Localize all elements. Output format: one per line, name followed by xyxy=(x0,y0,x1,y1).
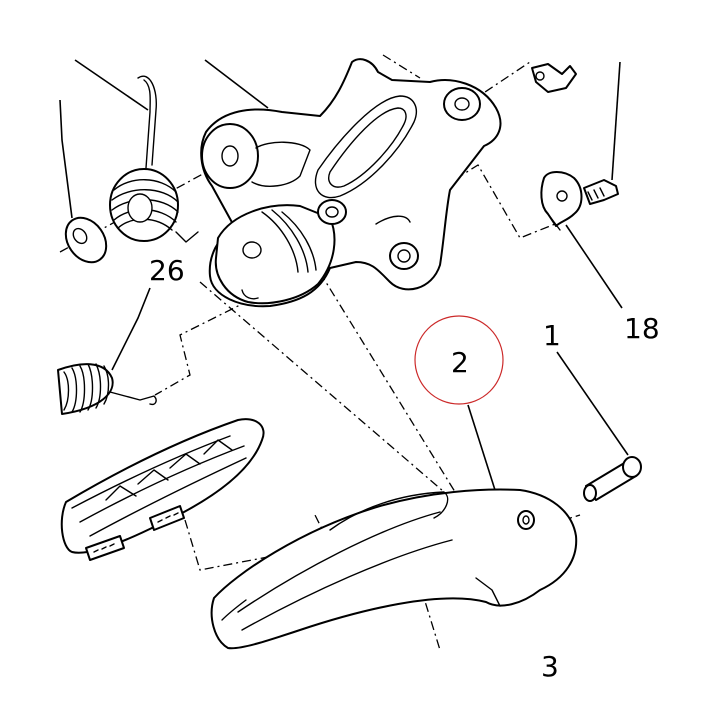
top-clip xyxy=(531,63,577,93)
clamp-18 xyxy=(540,171,583,231)
torsion-spring xyxy=(109,75,199,243)
pivot-pin xyxy=(583,456,642,502)
callout-1: 1 xyxy=(543,319,561,352)
callout-26: 26 xyxy=(149,254,185,287)
callout-2: 2 xyxy=(451,346,469,379)
leader-lines xyxy=(59,59,629,491)
extension-spring xyxy=(57,363,157,415)
callout-3: 3 xyxy=(541,650,559,683)
callout-18: 18 xyxy=(624,312,660,345)
footpeg-rubber xyxy=(60,418,265,561)
highlight-circle xyxy=(414,315,504,405)
washer xyxy=(64,216,108,264)
footpeg-bracket xyxy=(200,58,502,308)
callout-labels: 26 18 1 2 3 xyxy=(149,254,660,683)
footpeg-body xyxy=(210,488,578,650)
bolt xyxy=(583,179,619,205)
